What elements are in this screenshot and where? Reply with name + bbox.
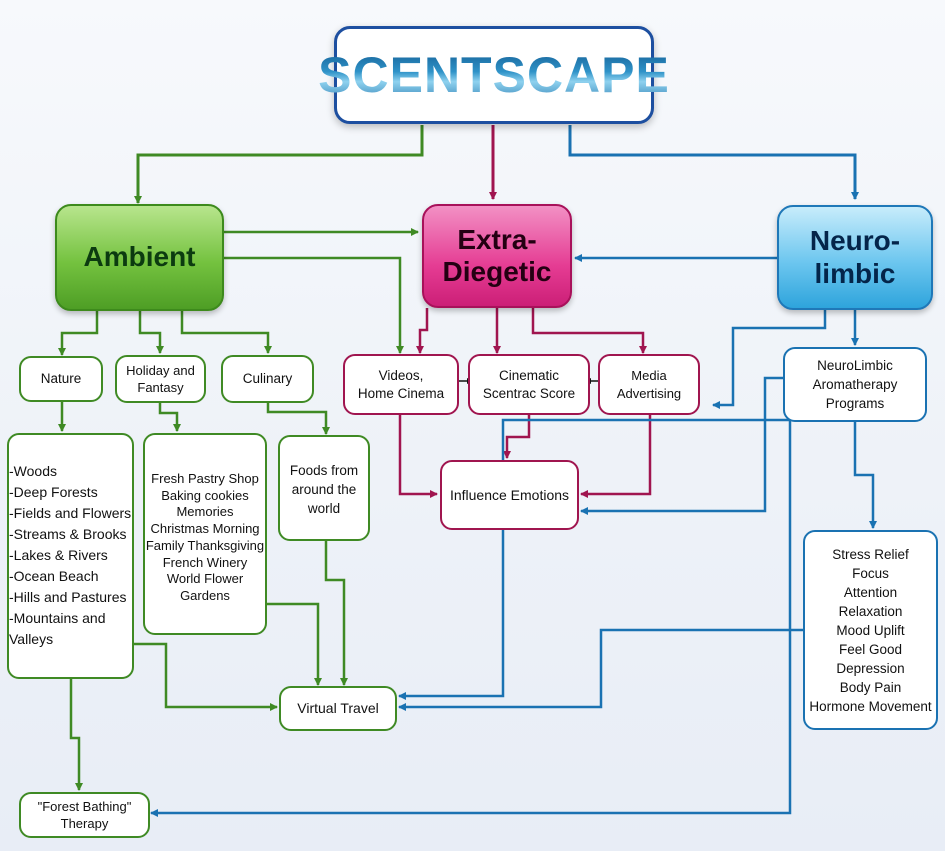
list-item: Memories	[176, 504, 234, 520]
title-box: SCENTSCAPE	[318, 26, 669, 124]
videos-home-cinema-node: Videos, Home Cinema	[343, 354, 459, 415]
category-extra-diegetic: Extra- Diegetic	[422, 204, 572, 308]
list-item: French Winery	[162, 554, 248, 570]
neurolimbic-benefits-list: Stress Relief Focus Attention Relaxation…	[803, 530, 938, 730]
neurolimbic-programs-node: NeuroLimbic Aromatherapy Programs	[783, 347, 927, 422]
page-title: SCENTSCAPE	[318, 42, 670, 108]
list-item: Stress Relief	[832, 547, 909, 562]
list-item: -Fields and Flowers	[9, 505, 132, 521]
influence-emotions-node: Influence Emotions	[440, 460, 579, 530]
list-item: -Mountains and Valleys	[9, 610, 106, 647]
list-item: Christmas Morning	[150, 521, 260, 537]
list-item: Gardens	[180, 587, 230, 603]
list-item: Depression	[836, 661, 905, 676]
list-item: Body Pain	[839, 680, 902, 695]
list-item: Fresh Pastry Shop	[151, 471, 259, 486]
list-item: -Hills and Pastures	[9, 589, 127, 605]
holiday-list: Fresh Pastry Shop Baking cookies Memorie…	[143, 433, 267, 635]
list-item: Family Thanksgiving	[145, 537, 265, 553]
nature-list: -Woods -Deep Forests -Fields and Flowers…	[7, 433, 134, 679]
culinary-foods-node: Foods from around the world	[278, 435, 370, 541]
category-ambient: Ambient	[55, 204, 224, 311]
media-advertising-node: Media Advertising	[598, 354, 700, 415]
virtual-travel-node: Virtual Travel	[279, 686, 397, 731]
holiday-fantasy-node: Holiday and Fantasy	[115, 355, 206, 403]
culinary-node: Culinary	[221, 355, 314, 403]
list-item: Attention	[843, 585, 898, 600]
list-item: -Ocean Beach	[9, 568, 99, 584]
category-neurolimbic: Neuro- limbic	[777, 205, 933, 310]
forest-bathing-node: "Forest Bathing" Therapy	[19, 792, 150, 838]
list-item: Focus	[852, 566, 889, 581]
list-item: Relaxation	[838, 604, 903, 619]
list-item: -Streams & Brooks	[9, 526, 127, 542]
cinematic-scentrac-node: Cinematic Scentrac Score	[468, 354, 590, 415]
list-item: -Woods	[9, 463, 57, 479]
list-item: World Flower	[166, 571, 244, 587]
list-item: -Lakes & Rivers	[9, 547, 108, 563]
list-item: Baking cookies	[161, 487, 249, 503]
nature-node: Nature	[19, 356, 103, 402]
list-item: -Deep Forests	[9, 484, 98, 500]
list-item: Mood Uplift	[836, 623, 905, 638]
list-item: Feel Good	[838, 642, 903, 657]
list-item: Hormone Movement	[809, 699, 932, 714]
